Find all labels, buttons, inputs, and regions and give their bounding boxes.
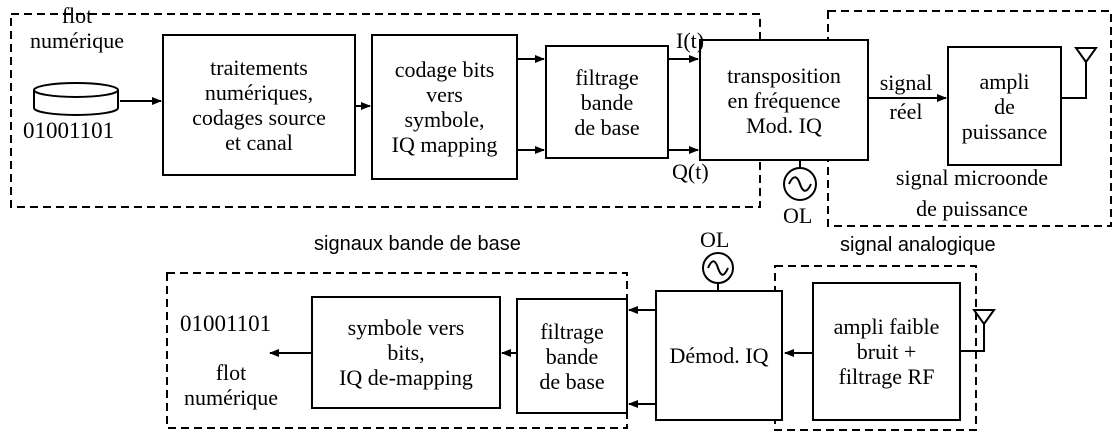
digital-processing-block xyxy=(162,34,356,176)
iq-demodulator-label: Démod. IQ xyxy=(669,343,769,368)
output-bits: 01001101 xyxy=(180,311,272,336)
microwave-signal-label: signal microonde de puissance xyxy=(895,165,1049,221)
oscillator-icon xyxy=(702,252,734,291)
oscillator-icon xyxy=(783,160,817,201)
source-bits: 01001101 xyxy=(23,118,115,143)
antenna-icon xyxy=(1061,47,1098,99)
iq-demodulator-block xyxy=(655,290,783,421)
antenna-icon xyxy=(961,309,996,352)
rx-baseband-filter-block xyxy=(516,298,628,414)
source-label: flot numérique xyxy=(29,3,125,53)
analog-region-label: signal analogique xyxy=(840,234,996,256)
data-storage-icon xyxy=(33,82,119,116)
power-amplifier-block xyxy=(947,46,1062,166)
output-label: flot numérique xyxy=(183,360,279,410)
rx-oscillator-label: OL xyxy=(700,227,730,252)
q-signal-label: Q(t) xyxy=(672,159,709,184)
real-signal-label: signal réel xyxy=(879,70,933,124)
oscillator-label: OL xyxy=(783,203,813,228)
lna-rf-filter-block xyxy=(812,282,961,421)
symbol-mapping-block xyxy=(371,34,518,180)
symbol-demapping-block xyxy=(311,296,501,409)
baseband-filter-block xyxy=(545,45,669,159)
baseband-region-label: signaux bande de base xyxy=(314,233,521,255)
iq-modulator-block xyxy=(699,39,869,161)
i-signal-label: I(t) xyxy=(676,28,705,53)
